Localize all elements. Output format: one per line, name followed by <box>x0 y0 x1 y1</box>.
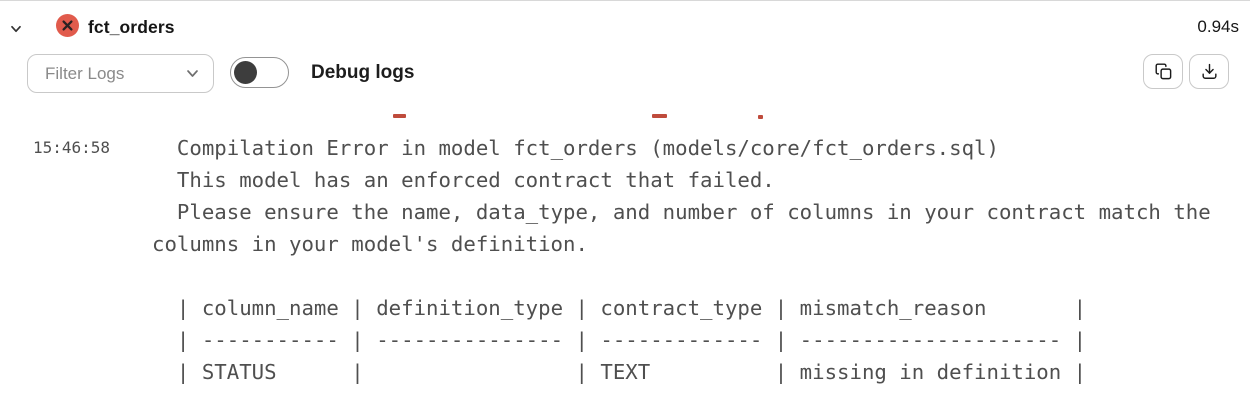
toggle-knob <box>234 60 257 84</box>
debug-logs-label: Debug logs <box>311 62 415 83</box>
log-scroll-area[interactable]: 15:46:58 Compilation Error in model fct_… <box>0 97 1250 404</box>
copy-icon <box>1154 62 1173 81</box>
collapse-chevron-button[interactable] <box>6 19 26 39</box>
debug-logs-toggle[interactable] <box>230 57 289 88</box>
filter-logs-label: Filter Logs <box>45 63 125 83</box>
download-icon <box>1200 62 1219 81</box>
error-status-icon <box>56 14 79 37</box>
model-name-title: fct_orders <box>88 17 175 37</box>
chevron-down-icon <box>186 69 199 78</box>
download-logs-button[interactable] <box>1189 54 1229 89</box>
log-error-message: Compilation Error in model fct_orders (m… <box>152 136 1211 384</box>
chevron-down-icon <box>8 21 24 37</box>
clipped-red-text-fragment <box>652 114 667 118</box>
filter-logs-dropdown[interactable]: Filter Logs <box>27 54 214 93</box>
clipped-red-text-fragment <box>758 115 763 119</box>
run-duration: 0.94s <box>1197 17 1239 36</box>
log-timestamp: 15:46:58 <box>33 138 111 157</box>
clipped-red-text-fragment <box>393 114 406 118</box>
copy-logs-button[interactable] <box>1143 54 1183 89</box>
